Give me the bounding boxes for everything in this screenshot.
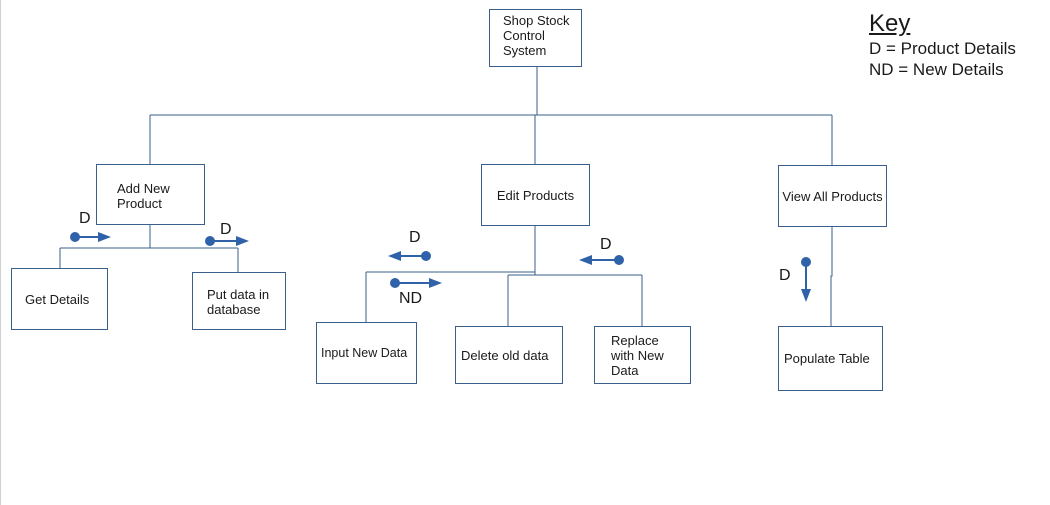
arrow-input-nd	[390, 278, 442, 288]
flow-label-edit-return-d: D	[409, 229, 421, 246]
node-label: Input New Data	[321, 345, 408, 360]
node-label: Shop Stock Control System	[503, 13, 570, 58]
flow-label-input-nd: ND	[399, 290, 423, 307]
key-title: Key	[869, 10, 911, 37]
flow-label-get-details-d: D	[79, 210, 91, 227]
arrow-populate-d	[801, 257, 811, 302]
node-label: Delete old data	[461, 347, 549, 363]
legend-key: Key D = Product Details ND = New Details	[869, 10, 1016, 80]
key-entry-d: D = Product Details	[869, 39, 1016, 58]
key-entry-nd: ND = New Details	[869, 60, 1004, 79]
connector-view-trunk	[830, 226, 833, 326]
node-label: Edit Products	[496, 187, 575, 203]
node-populate-table: Populate Table	[778, 326, 883, 391]
node-get-details: Get Details	[11, 268, 108, 330]
node-label: Put data in database	[207, 287, 270, 317]
node-shop-stock-control-system: Shop Stock Control System	[489, 9, 582, 67]
flow-label-put-data-d: D	[220, 221, 232, 238]
node-label: Replace with New Data	[611, 333, 664, 378]
arrow-put-data-d	[205, 236, 249, 246]
arrow-replace-return-d	[579, 255, 624, 265]
flow-label-populate-d: D	[779, 267, 791, 284]
node-add-new-product: Add New Product	[96, 164, 205, 225]
node-replace-with-new-data: Replace with New Data	[594, 326, 691, 384]
node-label: Add New Product	[117, 181, 170, 211]
node-put-data-in-database: Put data in database	[192, 272, 286, 330]
node-input-new-data: Input New Data	[316, 322, 417, 384]
node-label: View All Products	[782, 188, 883, 204]
page-left-border	[0, 0, 1, 505]
node-edit-products: Edit Products	[481, 164, 590, 226]
node-delete-old-data: Delete old data	[455, 326, 563, 384]
arrow-get-details-d	[70, 232, 111, 242]
arrow-edit-return-d	[388, 251, 431, 261]
node-view-all-products: View All Products	[778, 165, 887, 227]
node-label: Populate Table	[784, 351, 870, 366]
node-label: Get Details	[25, 291, 90, 307]
flow-label-replace-return-d: D	[600, 236, 612, 253]
